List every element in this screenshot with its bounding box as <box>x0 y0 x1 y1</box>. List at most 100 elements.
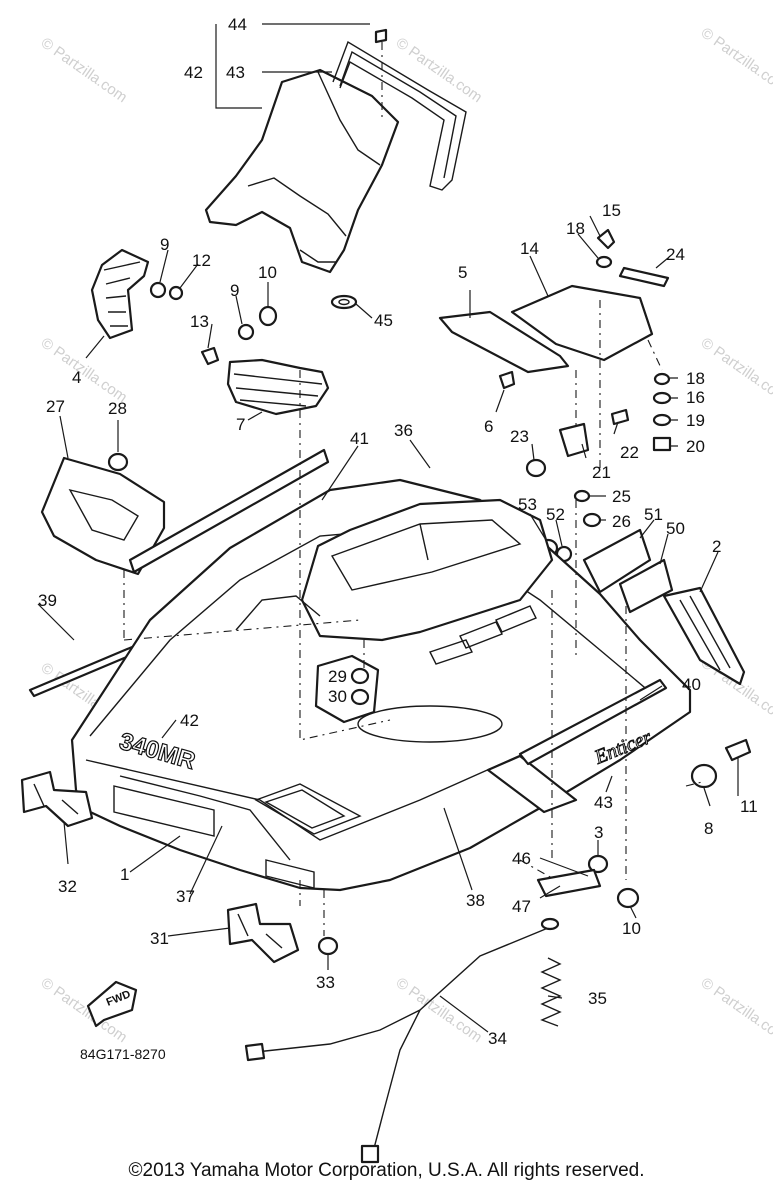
rod-26 <box>618 266 670 288</box>
nut-13 <box>168 285 184 301</box>
copyright-notice: ©2013 Yamaha Motor Corporation, U.S.A. A… <box>128 1160 645 1181</box>
side-grille-right <box>662 586 746 686</box>
windshield-trim <box>332 40 467 191</box>
watermark: © Partzilla.com <box>698 974 773 1046</box>
callout-15: 14 <box>520 239 539 258</box>
instrument-panel <box>438 310 570 374</box>
bracket-21 <box>558 422 590 458</box>
hinge-32 <box>20 770 94 828</box>
callout-51: 51 <box>644 505 663 524</box>
callout-10: 10 <box>258 263 277 282</box>
callout-32: 32 <box>58 877 77 896</box>
callout-24: 25 <box>612 487 631 506</box>
callout-17: 16 <box>686 388 705 407</box>
callout-37: 37 <box>176 887 195 906</box>
side-grille-left <box>90 248 150 340</box>
alignment-lines <box>123 42 703 936</box>
windshield <box>204 68 400 274</box>
watermark: © Partzilla.com <box>698 24 773 96</box>
callout-21: 21 <box>592 463 611 482</box>
callout-5: 5 <box>458 263 467 282</box>
callout-31: 31 <box>150 929 169 948</box>
callout-3: 3 <box>594 823 603 842</box>
inset-29-30 <box>314 654 380 724</box>
callout-20: 20 <box>686 437 705 456</box>
callout-26: 24 <box>666 245 685 264</box>
screw-14 <box>200 346 220 366</box>
diagram-code: 84G171-8270 <box>80 1046 166 1062</box>
spring-35 <box>540 957 562 1027</box>
grommet-11 <box>616 887 640 909</box>
decal-stripe-40 <box>518 678 668 766</box>
callout-47: 45 <box>374 311 393 330</box>
grommet-9b <box>237 323 255 341</box>
trim-end-cap <box>374 28 388 44</box>
callout-39: 39 <box>38 591 57 610</box>
callout-35: 35 <box>588 989 607 1008</box>
watermark: © Partzilla.com <box>698 334 773 406</box>
callout-49: 47 <box>512 897 531 916</box>
callout-33: 33 <box>316 973 335 992</box>
callout-23: 23 <box>510 427 529 446</box>
callout-11: 10 <box>622 919 641 938</box>
callout-43: 43 <box>594 793 613 812</box>
side-panel-27 <box>40 456 166 576</box>
callout-19: 19 <box>686 411 705 430</box>
grommet-8 <box>690 763 718 789</box>
callout-42: 42 <box>180 711 199 730</box>
callout-41: 41 <box>350 429 369 448</box>
grommet-9 <box>149 281 167 299</box>
decal-stripe-38 <box>486 754 578 814</box>
cable-34 <box>244 917 560 1164</box>
callout-30: 30 <box>328 687 347 706</box>
washer-47 <box>330 294 358 310</box>
clip-6 <box>498 370 516 390</box>
plate-50 <box>618 558 674 614</box>
callout-25: 26 <box>612 512 631 531</box>
callout-53: 53 <box>518 495 537 514</box>
callout-6: 6 <box>484 417 493 436</box>
callout-labels: 44 42 43 9 12 10 9 13 4 7 45 5 14 15 18 … <box>38 15 758 1048</box>
nut-10 <box>258 305 278 327</box>
callout-16: 15 <box>602 201 621 220</box>
callout-12: 11 <box>740 797 758 816</box>
callout-13: 12 <box>192 251 211 270</box>
callout-40: 40 <box>682 675 701 694</box>
callout-18: 18 <box>566 219 585 238</box>
leader-lines <box>37 23 739 1033</box>
callout-9: 9 <box>160 235 169 254</box>
spacer-25 <box>582 512 602 528</box>
grommet-stack <box>652 372 672 452</box>
fwd-arrow-icon: FWD <box>86 980 138 1028</box>
callout-14: 13 <box>190 312 209 331</box>
callout-28: 28 <box>108 399 127 418</box>
washer-24 <box>573 489 591 503</box>
callout-52: 52 <box>546 505 565 524</box>
bolt-12 <box>724 738 752 762</box>
callout-18b: 18 <box>686 369 705 388</box>
callout-44: 42 <box>184 63 203 82</box>
callout-29: 29 <box>328 667 347 686</box>
callout-4: 4 <box>72 368 81 387</box>
callout-7: 7 <box>236 415 245 434</box>
hinge-31 <box>226 902 300 964</box>
watermark: © Partzilla.com <box>38 34 131 106</box>
bolt-22 <box>610 408 630 426</box>
callout-9b: 9 <box>230 281 239 300</box>
front-vent <box>226 358 330 416</box>
nut-28 <box>107 452 129 472</box>
callout-38: 38 <box>466 891 485 910</box>
plate-51 <box>582 528 652 594</box>
grommet-18 <box>595 255 613 269</box>
callout-34: 34 <box>488 1029 507 1048</box>
callout-2: 2 <box>712 537 721 556</box>
callout-36: 36 <box>394 421 413 440</box>
callout-45: 43 <box>226 63 245 82</box>
callout-46: 44 <box>228 15 247 34</box>
callout-50: 50 <box>666 519 685 538</box>
top-cover <box>510 284 654 362</box>
callout-27: 27 <box>46 397 65 416</box>
watermark: © Partzilla.com <box>38 334 131 406</box>
